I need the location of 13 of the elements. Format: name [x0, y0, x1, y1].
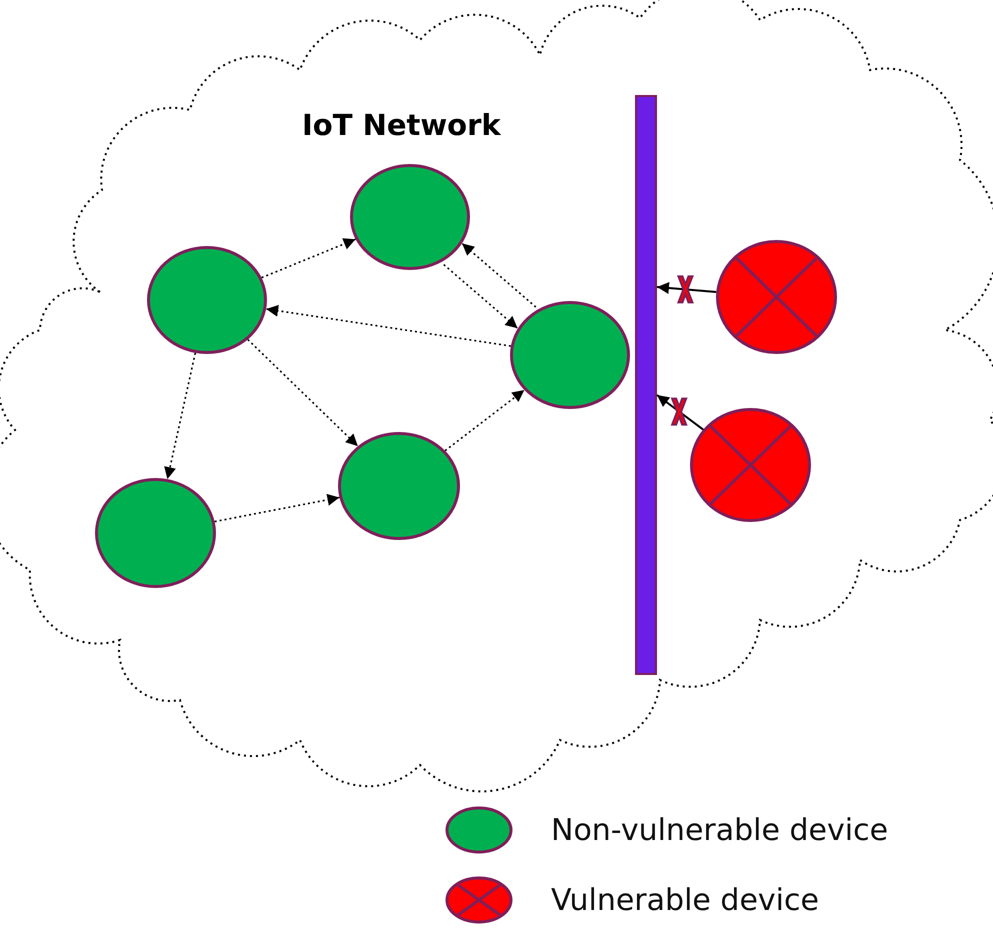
arrow	[656, 282, 716, 294]
legend-label: Vulnerable device	[551, 882, 819, 918]
arrow	[261, 238, 356, 278]
arrow	[462, 242, 536, 308]
arrow	[247, 338, 358, 447]
arrow	[443, 264, 518, 329]
arrow	[214, 494, 340, 522]
arrow	[266, 304, 511, 347]
arrow	[164, 352, 196, 480]
legend-label: Non-vulnerable device	[551, 812, 888, 848]
arrow	[444, 389, 525, 452]
network-label: IoT Network	[302, 108, 501, 142]
arrow	[656, 394, 704, 430]
